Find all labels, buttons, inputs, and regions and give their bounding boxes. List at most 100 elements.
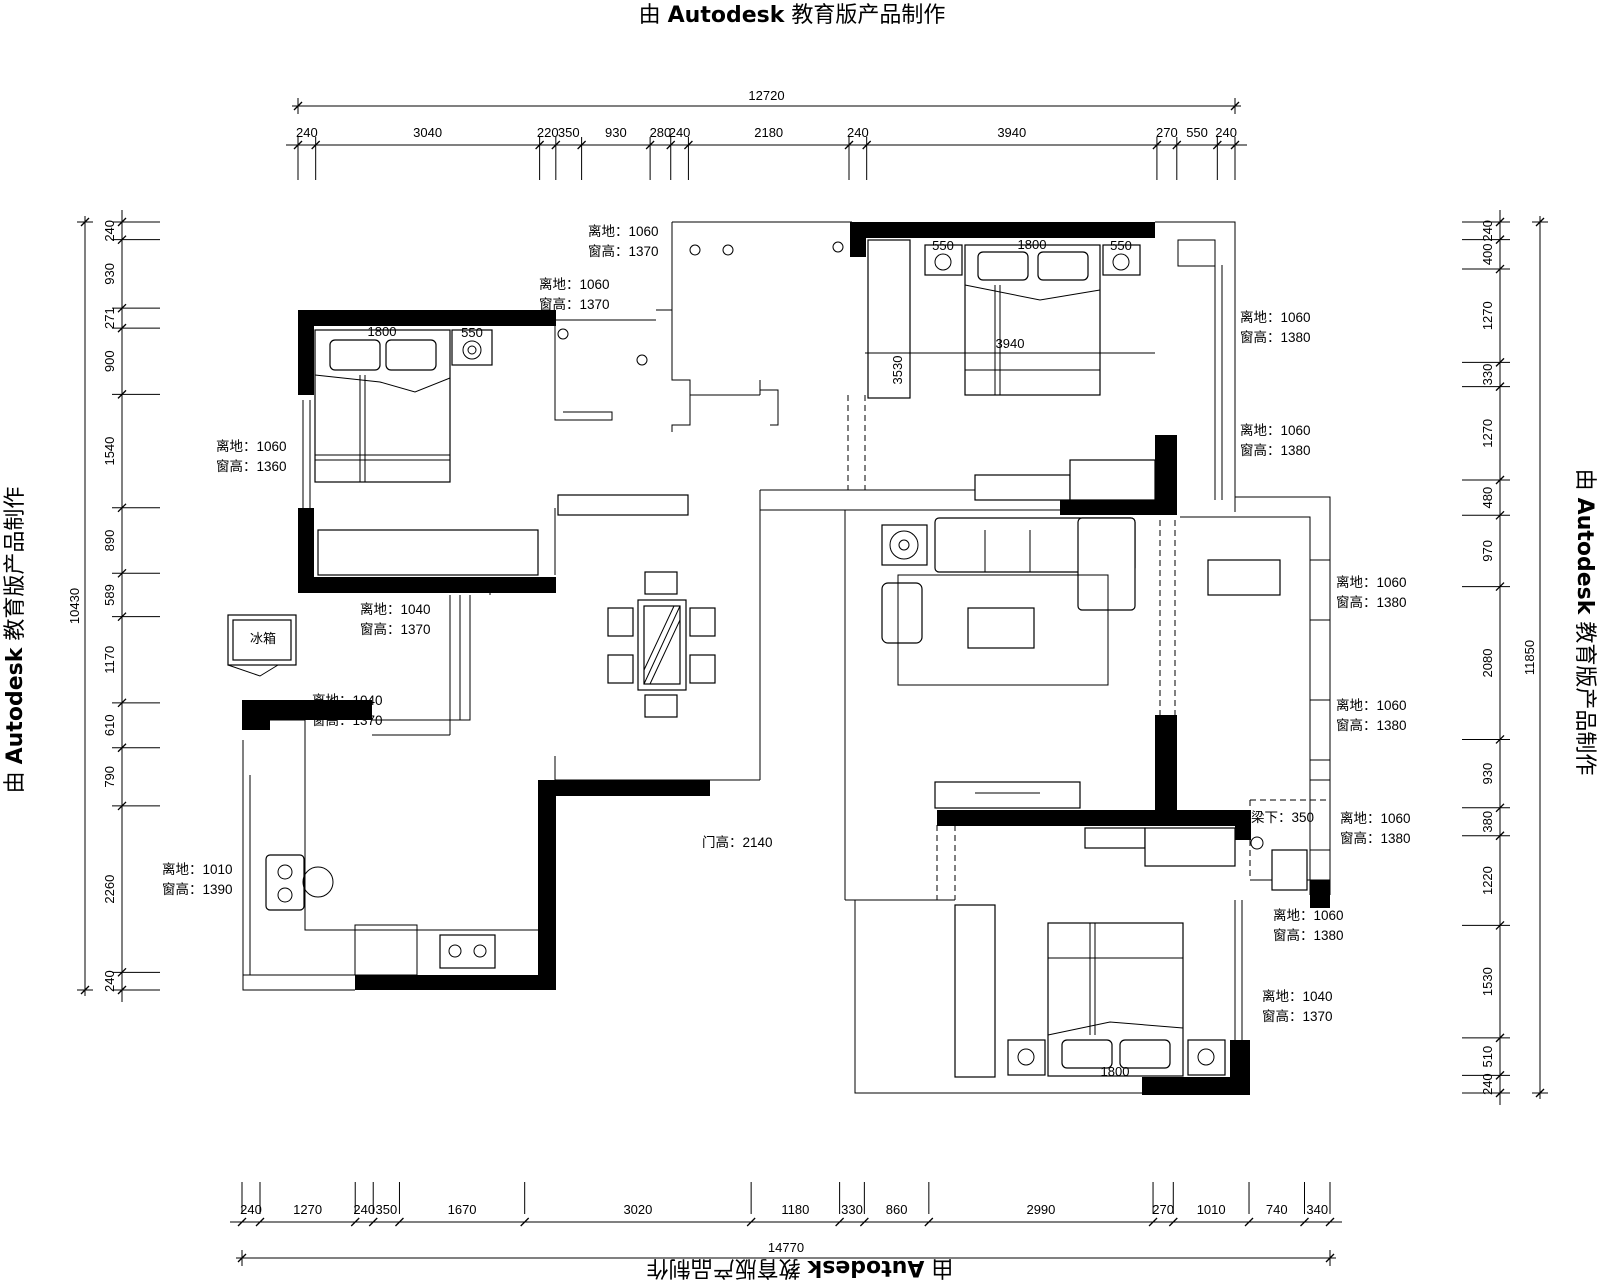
dimension-tick	[746, 1217, 756, 1227]
svg-text:离地：1060: 离地：1060	[539, 276, 610, 292]
dimension-value: 350	[375, 1202, 397, 1217]
wardrobe-bottom-bedroom	[954, 904, 996, 1078]
dimension-tick	[1495, 1033, 1505, 1043]
bed-left-bedroom	[314, 329, 451, 483]
nightstand-label-right-2: 550	[1110, 238, 1132, 253]
dimension-value: 3040	[413, 125, 442, 140]
dimension-tick	[1495, 803, 1505, 813]
dimension-tick	[1325, 1217, 1335, 1227]
dimension-tick	[844, 140, 854, 150]
dimension-tick	[1495, 734, 1505, 744]
dimension-tick	[1535, 217, 1545, 227]
dimension-tick	[645, 140, 655, 150]
bed-width-label-bottom: 1800	[1101, 1064, 1130, 1079]
svg-text:离地：1060: 离地：1060	[1273, 907, 1344, 923]
dimension-tick	[835, 1217, 845, 1227]
watermark-top: 由 Autodesk 教育版产品制作	[639, 3, 946, 28]
beam-note: 梁下：350	[1251, 810, 1314, 825]
dimension-tick	[1325, 1253, 1335, 1263]
dimension-tick	[117, 503, 127, 513]
dimension-tick	[350, 1217, 360, 1227]
cabinet-corridor	[557, 494, 689, 516]
dimension-tick	[1495, 510, 1505, 520]
dimension-tick	[237, 1217, 247, 1227]
dimension-tick	[395, 1217, 404, 1227]
dimension-value: 930	[605, 125, 627, 140]
dimension-tick	[80, 985, 90, 995]
bed-bottom-bedroom	[1047, 922, 1184, 1077]
nightstand-right-bedroom-2	[1102, 244, 1141, 276]
svg-text:离地：1060: 离地：1060	[588, 223, 659, 239]
svg-text:离地：1040: 离地：1040	[1262, 988, 1333, 1004]
dimension-tick	[1168, 1217, 1178, 1227]
dimension-tick	[255, 1217, 265, 1227]
window-note: 离地：1040 窗高：1370	[1262, 988, 1333, 1024]
cabinet-bottom-bedroom-1	[1084, 827, 1146, 849]
dimension-value: 1170	[102, 646, 117, 674]
inner-dimension-3530: 3530	[890, 356, 905, 385]
fridge	[227, 614, 297, 677]
dimension-value: 271	[102, 307, 117, 329]
svg-text:窗高：1390: 窗高：1390	[162, 881, 233, 897]
watermark-right: 由 Autodesk 教育版产品制作	[1572, 469, 1597, 776]
dimension-value: 610	[102, 714, 117, 736]
dimension-value: 330	[841, 1202, 863, 1217]
dimension-value: 280	[650, 125, 672, 140]
dimension-tick	[1495, 382, 1505, 392]
dimension-value: 1270	[293, 1202, 322, 1217]
dimension-value: 350	[558, 125, 580, 140]
dimension-tick	[1495, 920, 1505, 930]
dimension-value: 380	[1480, 811, 1495, 833]
watermark-left: 由 Autodesk 教育版产品制作	[3, 487, 28, 794]
dimension-tick	[862, 140, 872, 150]
door-height-note: 门高：2140	[702, 834, 773, 850]
dimension-value: 240	[1480, 220, 1495, 242]
dimension-tick	[1244, 1217, 1254, 1227]
dimension-value: 1010	[1197, 1202, 1226, 1217]
dimension-tick	[1212, 140, 1222, 150]
dimension-tick	[293, 101, 303, 111]
svg-text:窗高：1380: 窗高：1380	[1340, 830, 1411, 846]
desk-right-bedroom	[974, 474, 1071, 501]
dimension-tick	[1230, 101, 1240, 111]
dimension-value: 2180	[754, 125, 783, 140]
dimension-value: 2990	[1026, 1202, 1055, 1217]
coffee-table	[967, 607, 1035, 649]
dimension-value: 240	[102, 970, 117, 992]
dimension-tick	[1495, 264, 1505, 274]
dimension-value: 240	[1215, 125, 1237, 140]
dimension-tick	[293, 140, 303, 150]
dimension-value: 340	[1306, 1202, 1328, 1217]
dimension-tick	[117, 612, 127, 622]
dimension-value: 1540	[102, 437, 117, 466]
dimension-value: 3940	[997, 125, 1026, 140]
nightstand-label-left: 550	[461, 325, 483, 340]
svg-text:窗高：1380: 窗高：1380	[1336, 594, 1407, 610]
dimension-tick	[117, 323, 127, 333]
dimension-tick	[666, 140, 676, 150]
svg-text:窗高：1370: 窗高：1370	[1262, 1008, 1333, 1024]
tv-cabinet	[1207, 559, 1281, 596]
dimension-tick	[577, 140, 587, 150]
dimension-value: 1180	[781, 1202, 809, 1217]
wardrobe-right-bedroom	[867, 239, 911, 399]
svg-text:窗高：1380: 窗高：1380	[1336, 717, 1407, 733]
dimension-total: 12720	[748, 88, 784, 103]
dimension-total: 10430	[67, 588, 82, 624]
structural-walls	[242, 222, 1330, 1095]
dimension-tick	[1495, 1070, 1505, 1080]
dimension-value: 2260	[102, 875, 117, 904]
dimension-value: 930	[102, 263, 117, 285]
dimension-tick	[311, 140, 321, 150]
furniture	[227, 239, 1308, 1078]
armchair	[881, 582, 923, 644]
dimension-tick	[368, 1217, 378, 1227]
